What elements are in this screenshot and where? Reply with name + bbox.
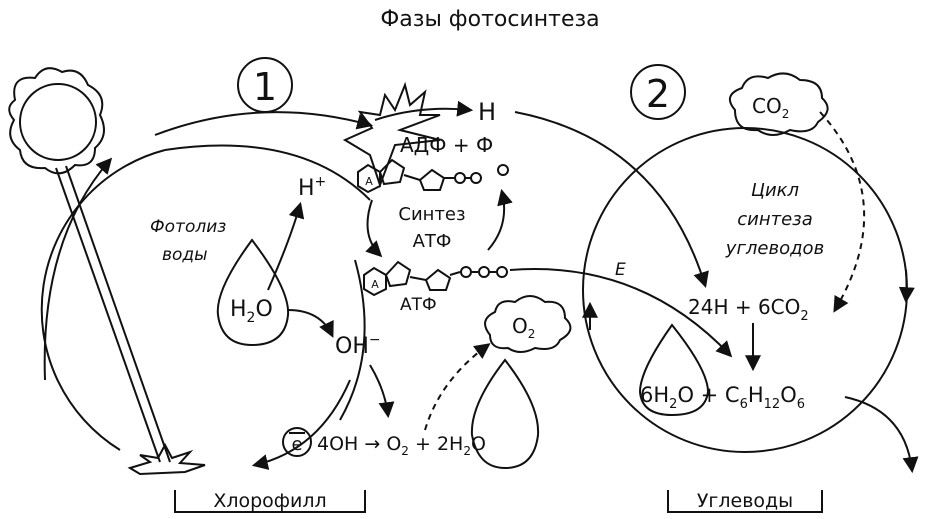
light-burst-icon xyxy=(342,81,441,188)
water-reaction: 4OH → O2 + 2H2O xyxy=(317,433,486,458)
atp-synthesis-label: Синтез xyxy=(398,204,465,225)
adp-label: АДФ + Ф xyxy=(400,133,493,157)
cycle-input-formula: 24H + 6CO2 xyxy=(688,295,809,324)
stem xyxy=(55,165,171,463)
co2-label: CO2 xyxy=(752,94,789,121)
arrow xyxy=(43,157,113,381)
phase-2-circle xyxy=(630,64,686,120)
chloroplast-icon xyxy=(8,67,105,175)
chlorophyll-bracket xyxy=(174,490,366,513)
cycle-output-formula: 6H2O + C6H12O6 xyxy=(640,383,805,412)
photolysis-label: Фотолиз xyxy=(150,217,226,237)
electron-arrow xyxy=(251,379,351,470)
phase-1-label: 1 xyxy=(253,65,277,109)
hydroxide-label: OH− xyxy=(335,332,381,359)
electron-label: e xyxy=(291,434,302,455)
chlorophyll-burst-icon xyxy=(127,442,206,476)
cycle-arc xyxy=(339,259,366,421)
arrow xyxy=(487,188,513,251)
water-formula: H2O xyxy=(230,297,273,326)
hydrogen-label: H xyxy=(478,98,496,126)
light-phase-cycle xyxy=(40,149,166,451)
oxygen-cloud-icon xyxy=(484,295,572,353)
arrow xyxy=(365,199,383,258)
carbohydrate-output-arrow xyxy=(844,396,919,474)
water-drop-icon xyxy=(470,358,540,470)
arrow xyxy=(267,201,305,291)
phase-2-label: 2 xyxy=(646,72,670,116)
diagram-title: Фазы фотосинтеза xyxy=(380,7,599,32)
arrow xyxy=(898,269,915,304)
hydrogen-arrow xyxy=(514,111,709,289)
h-plus-label: H+ xyxy=(298,174,326,201)
oxygen-label: O2 xyxy=(512,314,535,341)
atp-label: АТФ xyxy=(400,295,437,315)
atp-synthesis-label: АТФ xyxy=(413,231,452,252)
co2-arrow xyxy=(819,111,866,313)
cycle-label: Цикл xyxy=(751,180,799,201)
co2-cloud-icon xyxy=(728,72,829,136)
svg-text:A: A xyxy=(371,278,379,291)
cycle-label: углеводов xyxy=(725,238,824,259)
carbohydrates-bracket xyxy=(667,490,823,513)
cycle-arc xyxy=(164,144,371,201)
arrow xyxy=(287,309,334,338)
photolysis-label: воды xyxy=(162,245,208,265)
cycle-label: синтеза xyxy=(737,209,813,230)
atp-molecule: A xyxy=(363,260,508,297)
adp-molecule: A xyxy=(357,158,509,194)
arrow xyxy=(369,364,395,419)
energy-label: E xyxy=(615,260,626,280)
water-drop-icon xyxy=(638,323,710,417)
electron-circle xyxy=(282,427,312,457)
carbohydrates-label: Углеводы xyxy=(697,490,793,512)
chlorophyll-label: Хлорофилл xyxy=(213,490,326,512)
oxygen-release-arrow xyxy=(424,343,491,431)
svg-text:A: A xyxy=(365,175,373,188)
water-drop-icon xyxy=(216,238,290,347)
energy-arrow xyxy=(509,268,733,358)
light-arrow xyxy=(154,111,374,136)
